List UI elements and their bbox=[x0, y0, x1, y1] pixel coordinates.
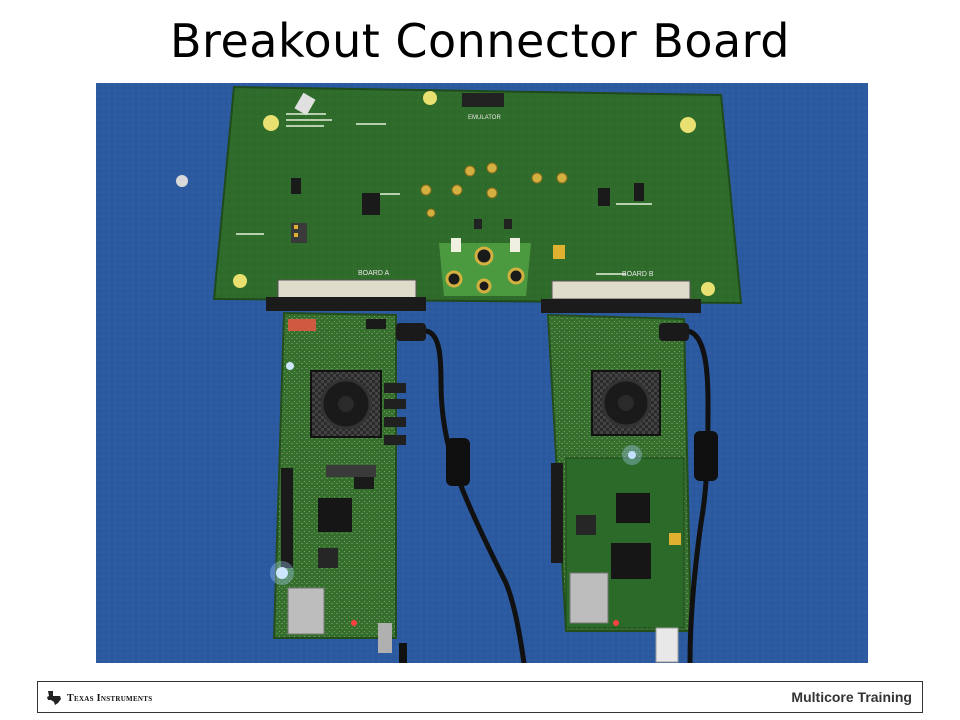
emulator-connector bbox=[462, 93, 504, 107]
ethernet-port bbox=[569, 572, 609, 624]
board-a-connector bbox=[277, 279, 417, 299]
power-cable-right bbox=[685, 328, 718, 666]
ethernet-port bbox=[287, 587, 325, 635]
mounting-hole bbox=[176, 175, 188, 187]
mounting-hole bbox=[680, 117, 696, 133]
ti-logo-text: Texas Instruments bbox=[67, 692, 153, 704]
board-b-label: BOARD B bbox=[622, 271, 654, 278]
board-b-connector bbox=[551, 280, 691, 300]
emulator-label: EMULATOR bbox=[468, 115, 501, 121]
evm-board-right bbox=[546, 313, 693, 663]
footer-course-label: Multicore Training bbox=[791, 689, 912, 705]
board-a-label: BOARD A bbox=[358, 270, 389, 277]
mounting-hole bbox=[233, 274, 247, 288]
slide-footer: Texas Instruments Multicore Training bbox=[37, 681, 923, 713]
ti-logo: Texas Instruments bbox=[46, 689, 152, 707]
power-cable-left bbox=[423, 328, 527, 666]
mounting-hole bbox=[701, 282, 715, 296]
texas-state-icon bbox=[47, 691, 61, 705]
slide-title: Breakout Connector Board bbox=[170, 14, 790, 68]
mounting-hole bbox=[423, 91, 437, 105]
mounting-hole bbox=[263, 115, 279, 131]
hardware-photo: EMULATOR bbox=[96, 83, 868, 666]
evm-board-left bbox=[270, 311, 407, 663]
breakout-board: EMULATOR bbox=[176, 85, 743, 313]
